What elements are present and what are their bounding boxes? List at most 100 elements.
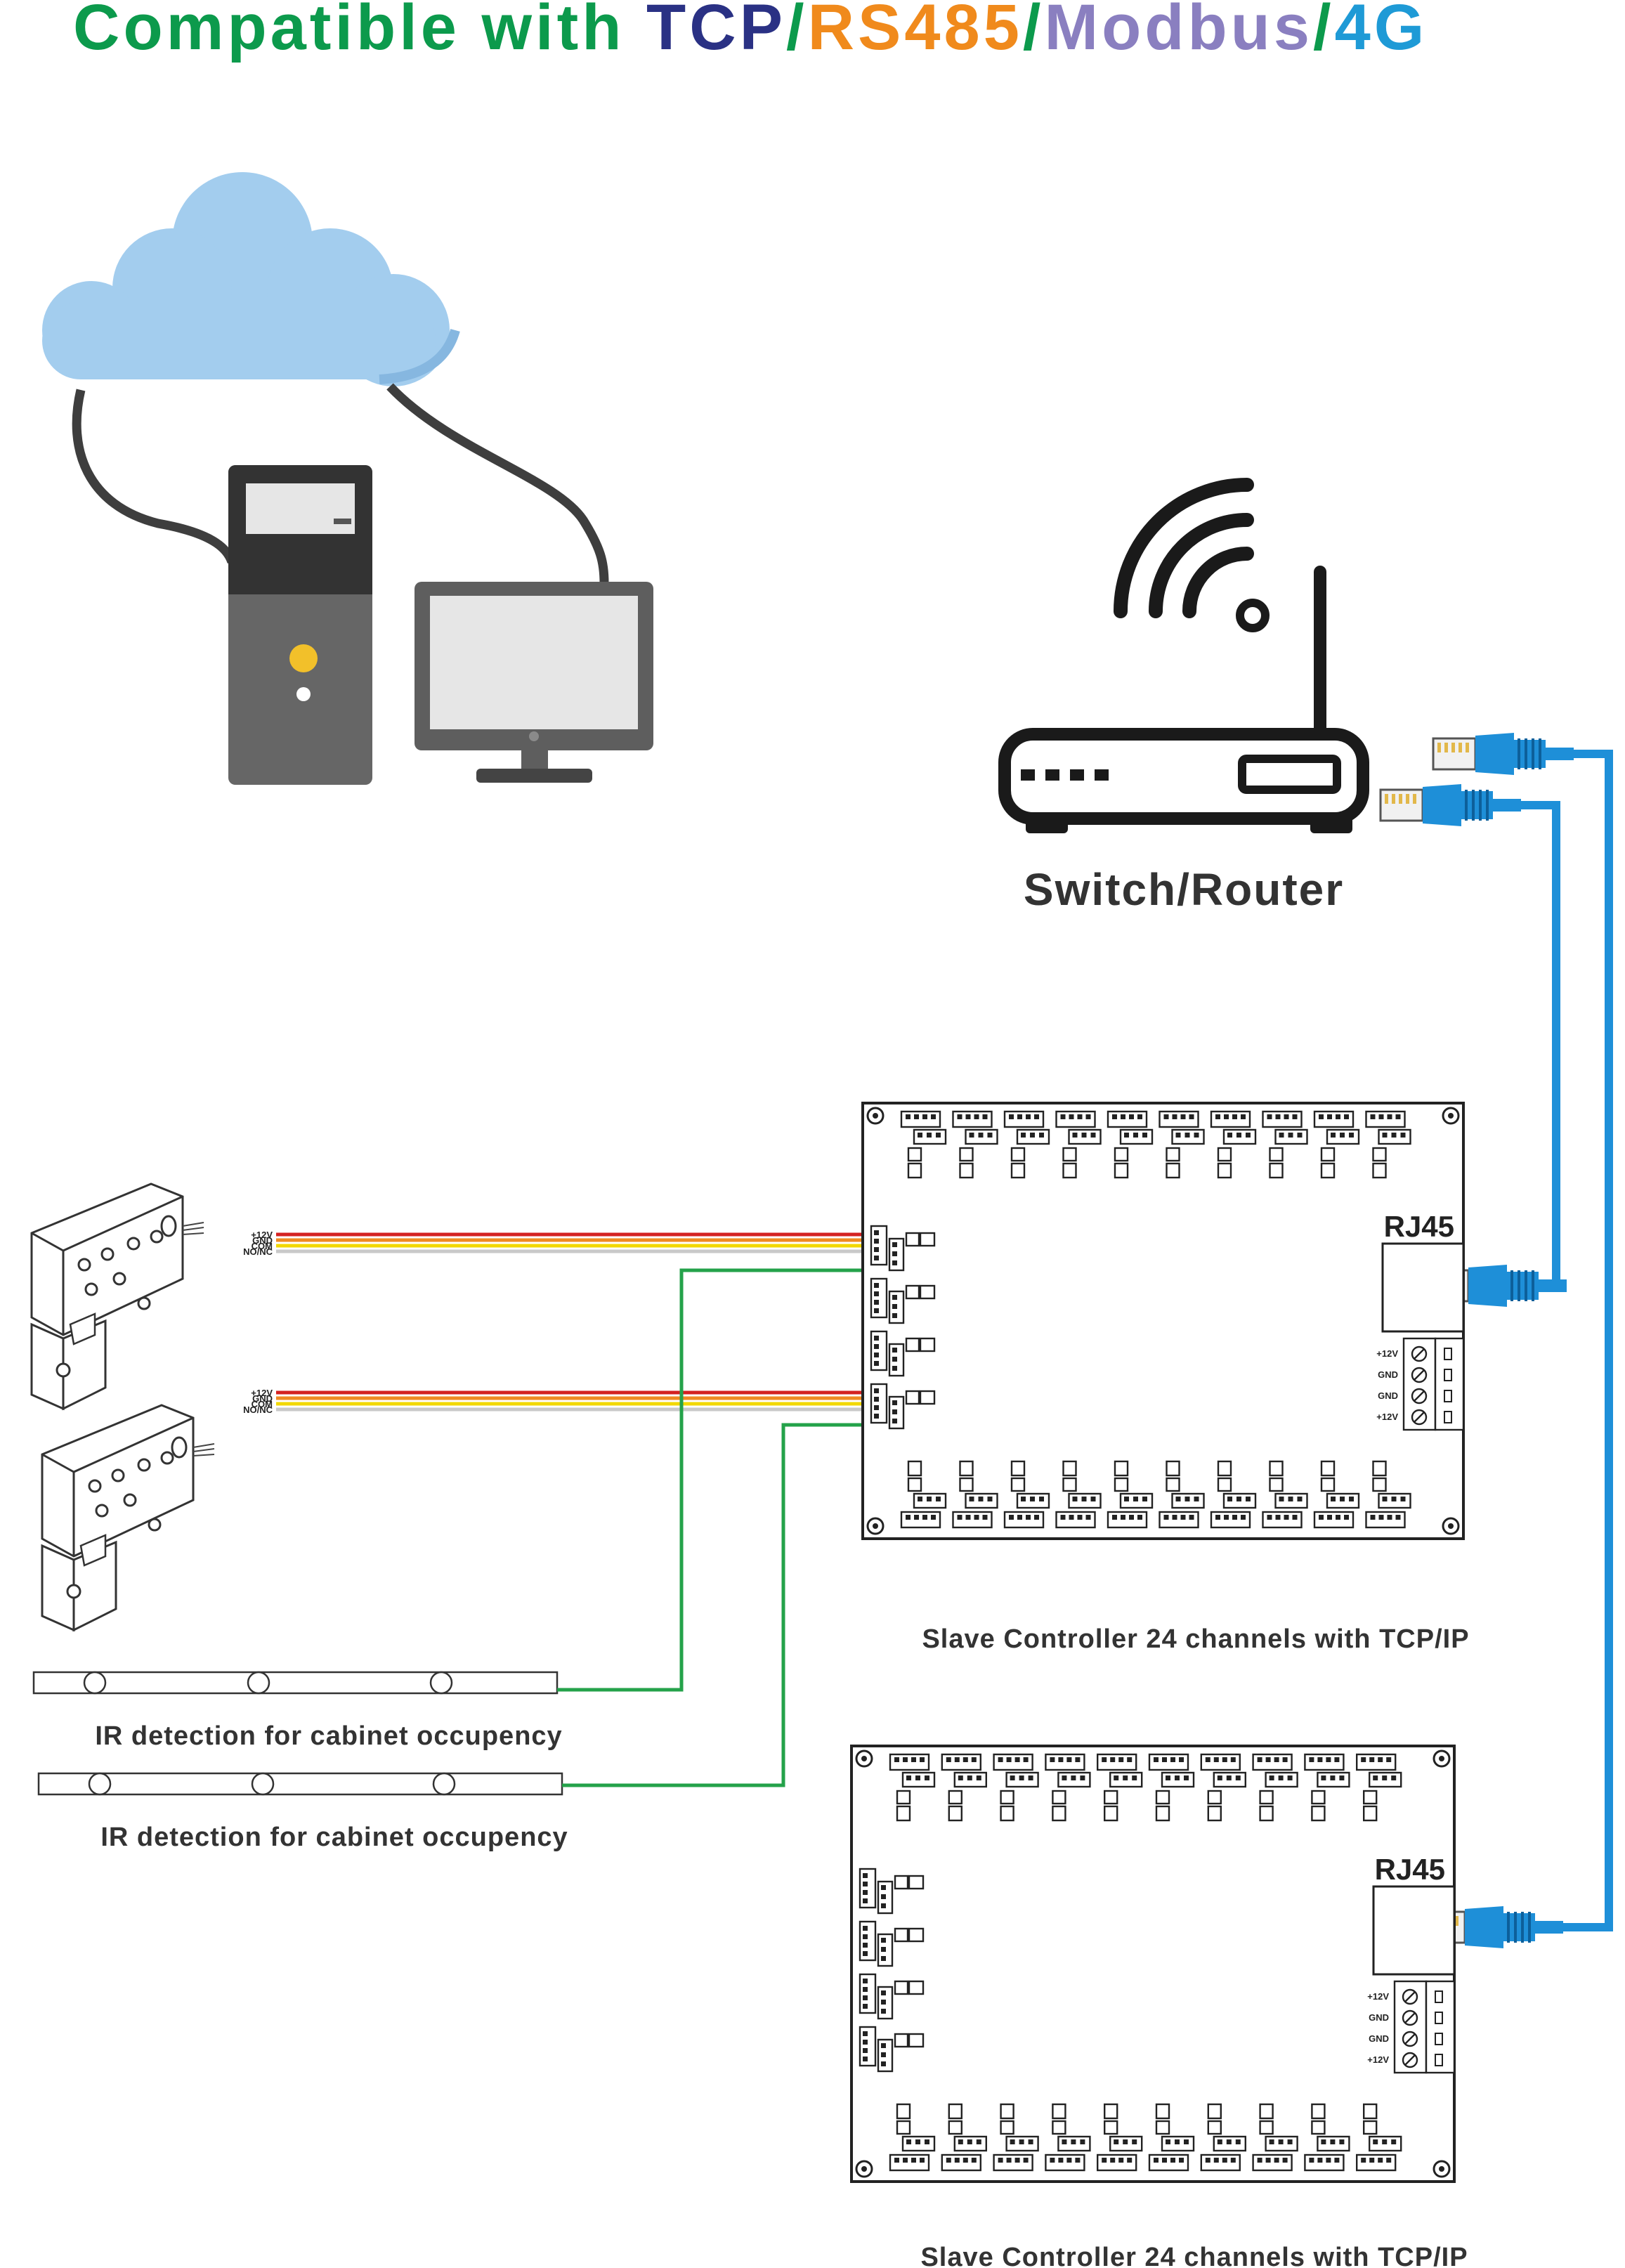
lock-hole	[111, 1468, 125, 1482]
led-component	[907, 1147, 922, 1162]
title-part: 4G	[1335, 0, 1428, 63]
connector-header	[1210, 1511, 1251, 1529]
led-component	[894, 1927, 909, 1943]
lock-hole	[100, 1247, 115, 1261]
led-component	[1155, 1790, 1170, 1805]
power-pin-label: +12V	[1367, 1991, 1389, 2002]
rj45-label: RJ45	[1375, 1853, 1445, 1886]
lock-hole	[84, 1282, 98, 1296]
resistor-component	[1052, 2103, 1066, 2120]
network-cable	[386, 383, 609, 584]
rj45-plug-icon	[1432, 733, 1574, 775]
led-component	[1362, 1790, 1378, 1805]
led-component	[894, 2033, 909, 2048]
resistor-component	[1259, 2103, 1274, 2120]
title-prefix: Compatible with	[73, 0, 646, 63]
led-component	[896, 2120, 911, 2135]
led-component	[1320, 1147, 1336, 1162]
led-component	[1103, 2120, 1118, 2135]
resistor-component	[919, 1337, 936, 1353]
led-component	[896, 1790, 911, 1805]
resistor-component	[1362, 1805, 1378, 1822]
resistor-component	[1052, 1805, 1066, 1822]
power-pin-label: +12V	[1367, 2054, 1389, 2065]
resistor-component	[959, 1460, 974, 1477]
resistor-component	[908, 1980, 925, 1995]
connector-header	[1159, 1110, 1199, 1128]
led-component	[905, 1232, 920, 1247]
led-component	[1372, 1477, 1387, 1492]
led-component	[1269, 1477, 1284, 1492]
connector-header	[870, 1277, 888, 1319]
title-part: /	[786, 0, 808, 63]
led-component	[948, 1790, 963, 1805]
connector-header	[952, 1110, 993, 1128]
resistor-component	[1155, 2103, 1170, 2120]
title-part: RS485	[808, 0, 1023, 63]
led-component	[1166, 1477, 1180, 1492]
power-pin-label: GND	[1378, 1390, 1398, 1401]
resistor-component	[1269, 1460, 1284, 1477]
ethernet-cable	[1489, 801, 1560, 1290]
controller-label: Slave Controller 24 channels with TCP/IP	[920, 2243, 1468, 2268]
resistor-component	[919, 1390, 936, 1405]
led-component	[1372, 1147, 1387, 1162]
connector-header	[859, 1973, 877, 2014]
led-component	[1320, 1477, 1336, 1492]
slave-controller-board: RJ45 +12V GND GND +12V	[861, 1102, 1465, 1540]
rj45-port	[1381, 1242, 1465, 1333]
ir-sensor-label: IR detection for cabinet occupency	[100, 1823, 568, 1852]
ethernet-cable	[1518, 750, 1613, 1931]
power-pin-label: +12V	[1376, 1412, 1398, 1422]
connector-header	[859, 2026, 877, 2067]
led-component	[959, 1147, 974, 1162]
power-pin-label: +12V	[1376, 1348, 1398, 1359]
connector-header	[1200, 2153, 1241, 2172]
connector-header	[1304, 1753, 1345, 1771]
led-component	[1311, 1790, 1326, 1805]
resistor-component	[1362, 2103, 1378, 2120]
led-component	[1259, 2120, 1274, 2135]
slave-controller-board: RJ45 +12V GND GND +12V	[850, 1745, 1456, 2183]
led-component	[1114, 1477, 1129, 1492]
connector-header	[941, 2153, 982, 2172]
resistor-component	[1372, 1460, 1387, 1477]
led-component	[1207, 1790, 1222, 1805]
resistor-component	[1259, 1805, 1274, 1822]
connector-header	[1262, 1511, 1303, 1529]
rj45-label: RJ45	[1384, 1210, 1454, 1243]
resistor-component	[1166, 1460, 1180, 1477]
connector-header	[1045, 1753, 1085, 1771]
power-pin-label: GND	[1369, 2012, 1389, 2023]
resistor-component	[1010, 1162, 1026, 1179]
rj45-plug-icon	[1379, 784, 1521, 826]
connector-header	[1096, 2153, 1137, 2172]
connector-header	[870, 1225, 888, 1266]
connector-header	[1045, 2153, 1085, 2172]
desktop-computer-icon	[228, 465, 653, 785]
resistor-component	[896, 2103, 911, 2120]
connector-header	[1313, 1511, 1355, 1529]
led-component	[905, 1390, 920, 1405]
sensor-signal-wires	[557, 1268, 884, 1787]
led-component	[1052, 1790, 1066, 1805]
connector-header	[1252, 2153, 1293, 2172]
connector-header	[870, 1383, 888, 1424]
resistor-component	[1311, 2103, 1326, 2120]
connector-header	[1148, 2153, 1189, 2172]
lock-hole	[150, 1230, 164, 1244]
resistor-component	[1062, 1162, 1077, 1179]
signal-wire	[557, 1268, 884, 1692]
power-pin-label: GND	[1378, 1369, 1398, 1380]
lock-hole	[123, 1493, 137, 1507]
resistor-component	[919, 1232, 936, 1247]
power-pin-label: GND	[1369, 2033, 1389, 2044]
connector-header	[900, 1110, 941, 1128]
ir-sensor-label: IR detection for cabinet occupency	[95, 1721, 562, 1751]
electronic-lock-icon	[41, 1404, 215, 1632]
title-part: /	[1313, 0, 1335, 63]
wire-label: NO/NC	[243, 1246, 273, 1257]
resistor-component	[959, 1162, 974, 1179]
connector-header	[859, 1868, 877, 1909]
